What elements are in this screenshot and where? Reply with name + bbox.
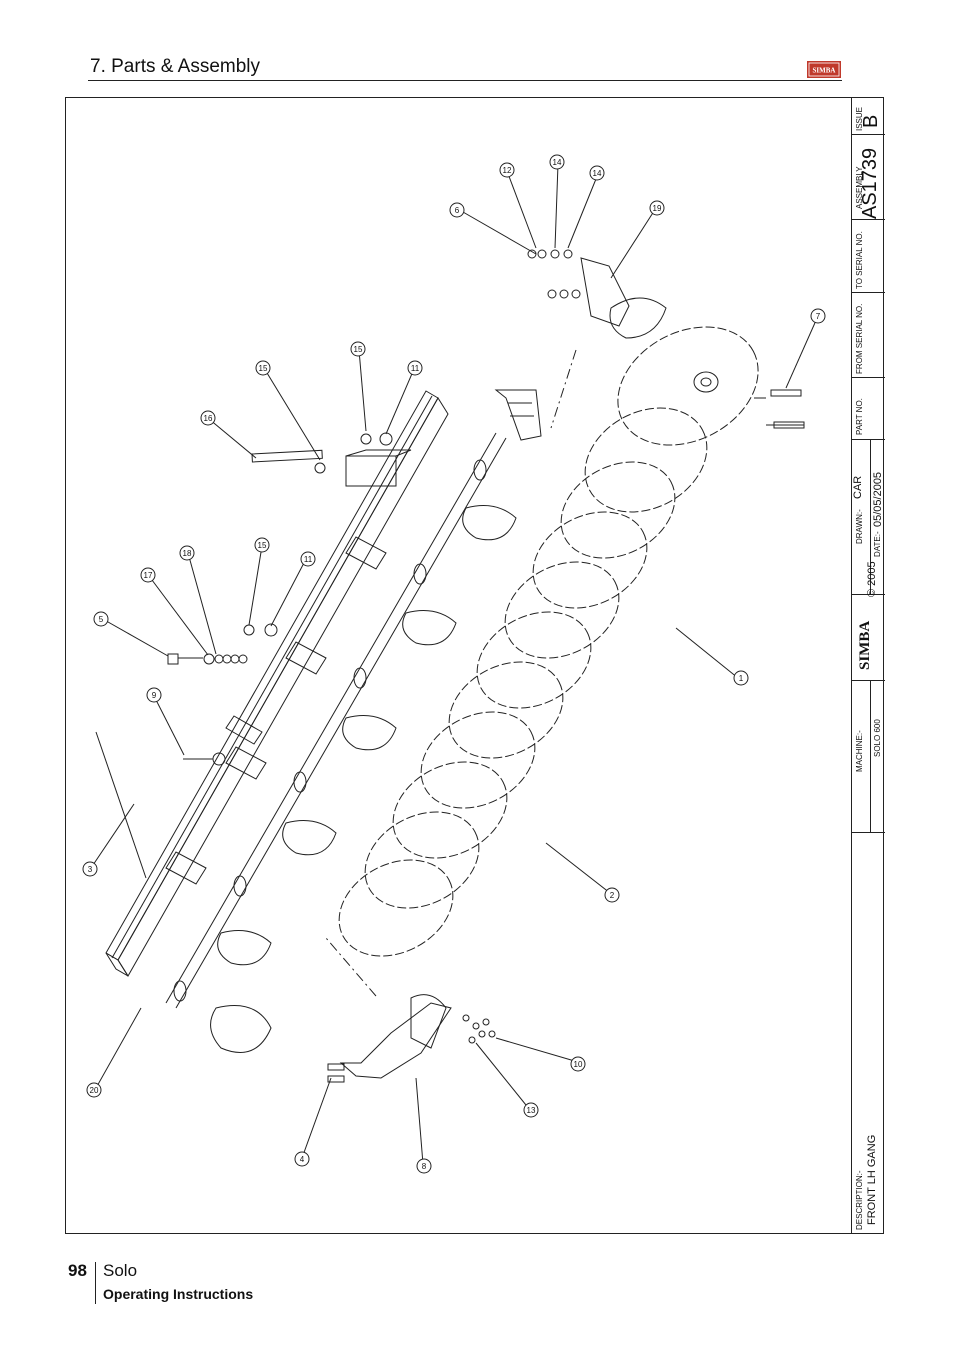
exploded-scraper-lower [327,994,452,1083]
scraper-blades [210,505,517,1053]
svg-text:10: 10 [574,1060,583,1069]
callout-3: 3 [82,861,98,877]
svg-text:8: 8 [422,1162,427,1171]
assembly-number: AS1739 [859,147,881,219]
discs [338,326,759,957]
svg-text:16: 16 [204,414,213,423]
svg-text:1: 1 [739,674,744,683]
svg-text:20: 20 [90,1086,99,1095]
exploded-scraper-upper [580,257,667,339]
callout-8: 8 [416,1158,432,1174]
svg-text:11: 11 [411,364,420,373]
fasteners [95,249,805,1044]
end-bracket [494,389,542,441]
callout-13: 13 [523,1102,539,1118]
cross-members [165,449,412,885]
callout-14a: 14 [549,154,565,170]
callout-1: 1 [733,670,749,686]
drawn-value: CAR [852,475,864,499]
svg-text:9: 9 [152,691,157,700]
svg-text:4: 4 [300,1155,305,1164]
from-serial-label: FROM SERIAL NO. [855,303,864,374]
callout-15b: 15 [350,341,366,357]
simba-logo: SIMBA [807,61,841,78]
callout-5: 5 [93,611,109,627]
to-serial-label: TO SERIAL NO. [855,231,864,289]
callout-9: 9 [146,687,162,703]
disc-hub [693,371,719,393]
page-number: 98 [68,1261,87,1280]
callout-10: 10 [570,1056,586,1072]
footer-subtitle: Operating Instructions [103,1286,254,1302]
svg-text:14: 14 [593,169,602,178]
callout-6: 6 [449,202,465,218]
svg-text:15: 15 [259,364,268,373]
svg-text:2: 2 [610,891,615,900]
callout-15a: 15 [255,360,271,376]
svg-text:3: 3 [88,865,93,874]
date-label: DATE:- [873,531,882,557]
svg-text:6: 6 [455,206,460,215]
svg-text:17: 17 [144,571,153,580]
svg-text:7: 7 [816,312,821,321]
copyright-text: © 2005 [866,561,878,597]
leader-lines [90,163,819,1165]
callout-4: 4 [294,1151,310,1167]
svg-text:14: 14 [553,158,562,167]
svg-text:19: 19 [653,204,662,213]
title-block: ISSUE B ASSEMBLY AS1739 TO SERIAL NO. FR… [851,97,885,1234]
exploded-assembly-drawing: 1 2 3 4 5 6 7 8 9 10 11 11 12 13 14 14 1… [82,154,826,1174]
callout-19: 19 [649,200,665,216]
machine-value: SOLO 600 [873,719,882,757]
svg-text:15: 15 [354,345,363,354]
drawing-frame [65,97,884,1234]
section-title: 7. Parts & Assembly [90,56,261,77]
callout-11b: 11 [300,551,316,567]
svg-text:11: 11 [304,555,313,564]
callout-12: 12 [499,162,515,178]
svg-text:13: 13 [527,1106,536,1115]
issue-value: B [860,114,882,128]
callout-20: 20 [86,1082,102,1098]
drawn-label: DRAWN:- [855,509,864,544]
callout-balloons: 1 2 3 4 5 6 7 8 9 10 11 11 12 13 14 14 1… [82,154,826,1174]
main-beam [105,390,449,977]
simba-brand: SIMBA [857,620,873,670]
callout-14b: 14 [589,165,605,181]
callout-11a: 11 [407,360,423,376]
footer-product-name: Solo [103,1261,138,1280]
footer-divider [95,1262,96,1304]
callout-18: 18 [179,545,195,561]
callout-2: 2 [604,887,620,903]
callout-17: 17 [140,567,156,583]
logo-text: SIMBA [813,67,836,75]
axle-shaft [165,432,507,1009]
svg-text:15: 15 [258,541,267,550]
part-no-label: PART NO. [855,398,864,435]
description-value: FRONT LH GANG [866,1134,878,1225]
callout-7: 7 [810,308,826,324]
date-value: 05/05/2005 [872,471,884,527]
machine-label: MACHINE:- [855,730,864,772]
description-label: DESCRIPTION:- [855,1170,864,1230]
callout-16: 16 [200,410,216,426]
svg-text:5: 5 [99,615,104,624]
svg-text:18: 18 [183,549,192,558]
header-rule [88,80,842,81]
svg-text:12: 12 [503,166,512,175]
callout-15c: 15 [254,537,270,553]
